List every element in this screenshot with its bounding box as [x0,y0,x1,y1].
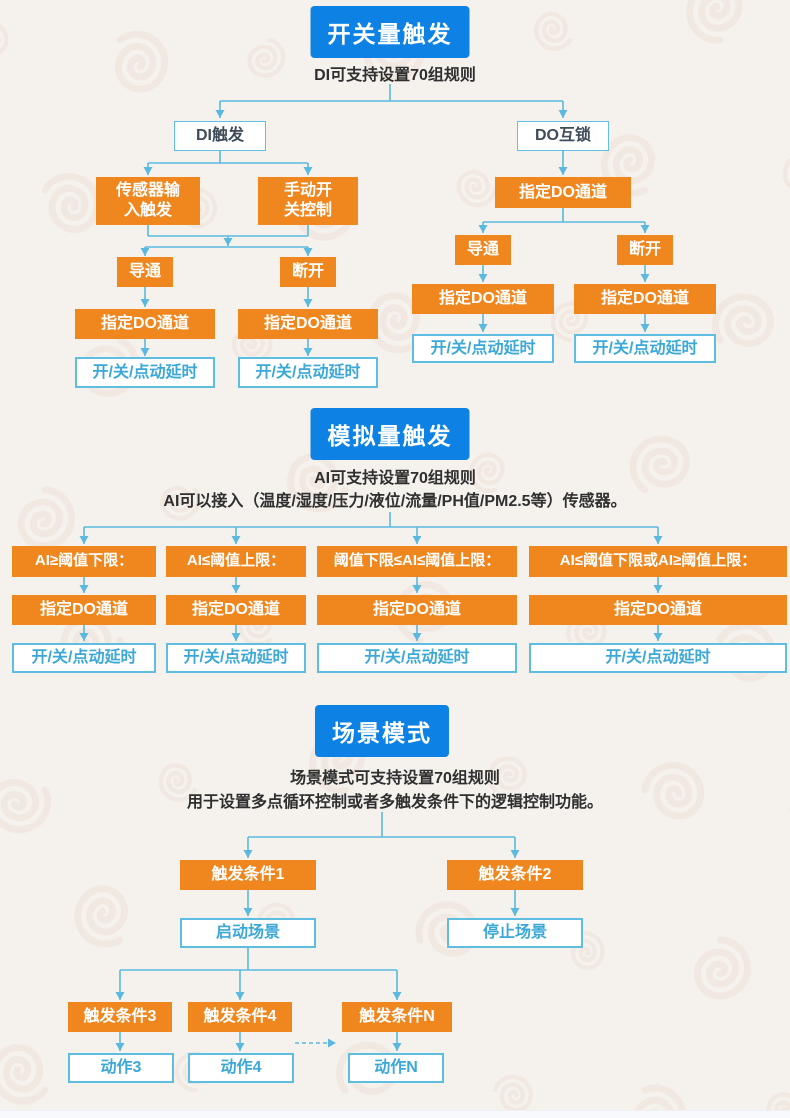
sensor-input-trigger-node: 传感器输 入触发 [96,177,200,225]
ai-condition-node: AI≤阈值上限： [166,546,306,577]
stop-scene-node: 停止场景 [447,918,583,948]
section2-subtitle-line2: AI可以接入（温度/湿度/压力/液位/流量/PH值/PM2.5等）传感器。 [163,493,627,510]
conduct-node-right: 导通 [455,235,511,265]
ai-condition-node: 阈值下限≤AI≤阈值上限： [317,546,517,577]
delay-node: 开/关/点动延时 [75,357,215,388]
section3-subtitle-line2: 用于设置多点循环控制或者多触发条件下的逻辑控制功能。 [186,794,603,811]
delay-node: 开/关/点动延时 [317,643,517,673]
trigger-condition-2-node: 触发条件2 [447,860,583,890]
assign-do-node: 指定DO通道 [238,309,378,339]
delay-node: 开/关/点动延时 [12,643,156,673]
disconnect-node-left: 断开 [280,257,336,287]
delay-node: 开/关/点动延时 [574,334,716,363]
assign-do-node: 指定DO通道 [574,284,716,314]
conduct-node-left: 导通 [117,257,173,287]
section1-title: 开关量触发 [310,6,470,58]
action-4-node: 动作4 [188,1053,294,1083]
section1-subtitle: DI可支持设置70组规则 [314,67,476,84]
section2-subtitle-line1: AI可支持设置70组规则 [314,470,476,487]
start-scene-node: 启动场景 [180,918,316,948]
assign-do-node: 指定DO通道 [495,177,631,208]
action-n-node: 动作N [348,1053,444,1083]
section3-subtitle-line1: 场景模式可支持设置70组规则 [290,770,500,787]
assign-do-node: 指定DO通道 [317,595,517,625]
trigger-condition-4-node: 触发条件4 [188,1002,292,1032]
trigger-condition-3-node: 触发条件3 [68,1002,172,1032]
do-interlock-node: DO互锁 [517,121,609,151]
manual-switch-control-node: 手动开 关控制 [258,177,358,225]
action-3-node: 动作3 [68,1053,174,1083]
assign-do-node: 指定DO通道 [529,595,787,625]
trigger-condition-n-node: 触发条件N [342,1002,452,1032]
assign-do-node: 指定DO通道 [412,284,554,314]
assign-do-node: 指定DO通道 [12,595,156,625]
section2-title: 模拟量触发 [310,408,470,460]
assign-do-node: 指定DO通道 [75,309,215,339]
disconnect-node-right: 断开 [617,235,673,265]
ai-condition-node: AI≤阈值下限或AI≥阈值上限： [529,546,787,577]
footer-strip [0,1110,790,1118]
di-trigger-node: DI触发 [174,121,266,151]
assign-do-node: 指定DO通道 [166,595,306,625]
delay-node: 开/关/点动延时 [412,334,554,363]
delay-node: 开/关/点动延时 [529,643,787,673]
ai-condition-node: AI≥阈值下限： [12,546,156,577]
trigger-condition-1-node: 触发条件1 [180,860,316,890]
delay-node: 开/关/点动延时 [238,357,378,388]
delay-node: 开/关/点动延时 [166,643,306,673]
section3-title: 场景模式 [315,705,449,757]
